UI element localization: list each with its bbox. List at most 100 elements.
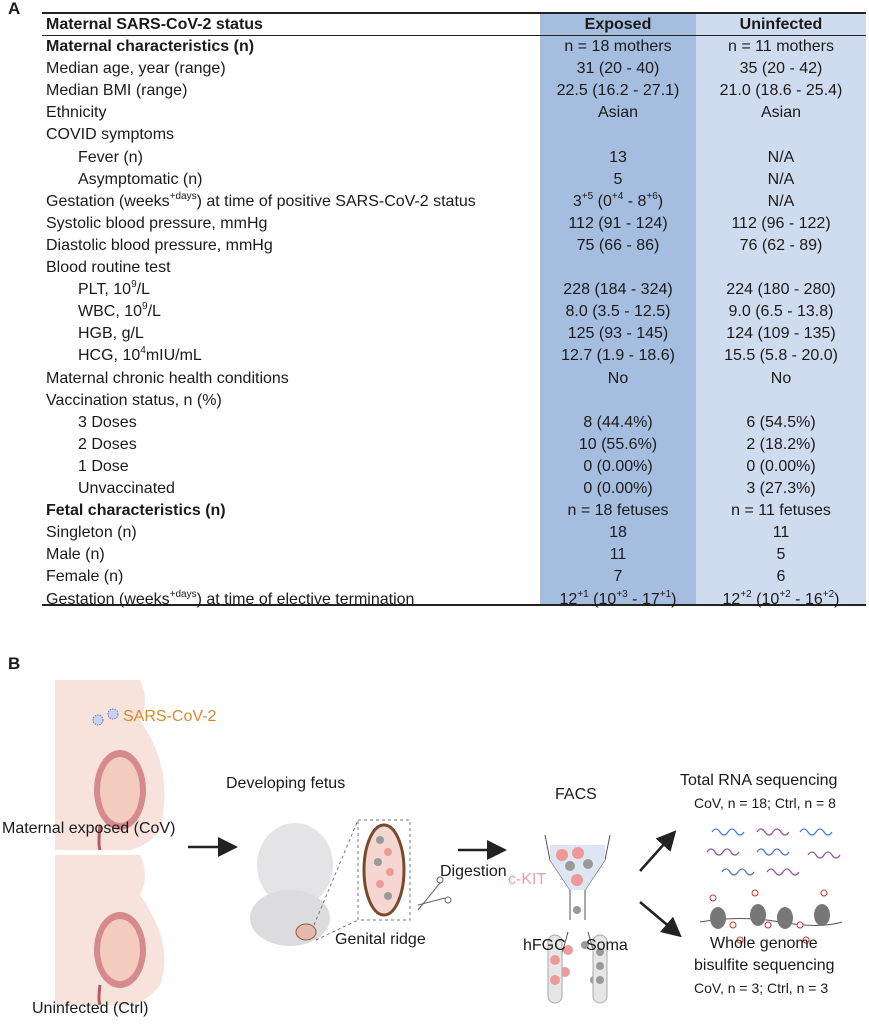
- row-label: Ethnicity: [46, 102, 106, 124]
- exposed-value: 75 (66 - 86): [540, 235, 696, 257]
- uninfected-value: 6 (54.5%): [696, 412, 866, 434]
- table-row: Gestation (weeks+days) at time of positi…: [42, 191, 866, 213]
- table-row: Median age, year (range)31 (20 - 40)35 (…: [42, 58, 866, 80]
- panel-a-label: A: [8, 0, 21, 18]
- text: 6 (54.5%): [746, 413, 816, 431]
- table-row: Systolic blood pressure, mmHg 112 (91 - 1…: [42, 213, 866, 235]
- text: (0: [593, 192, 612, 210]
- table-row: Gestation (weeks+days) at time of electi…: [42, 589, 866, 611]
- scissors-icon: [417, 876, 452, 911]
- rna-seq-n: CoV, n = 18; Ctrl, n = 8: [694, 795, 836, 811]
- row-label: WBC, 109/L: [78, 301, 161, 323]
- exposed-value: 18: [540, 522, 696, 544]
- text: n = 11 fetuses: [731, 502, 831, 520]
- text: 8.0 (3.5 - 12.5): [565, 303, 671, 321]
- facs-label: FACS: [555, 786, 597, 803]
- exposed-value: 8 (44.4%): [540, 412, 696, 434]
- table-header-row: Maternal SARS-CoV-2 status Exposed Uninf…: [42, 14, 866, 36]
- exposed-group-label: Maternal exposed (CoV): [2, 820, 176, 837]
- row-label: Diastolic blood pressure, mmHg: [46, 235, 273, 257]
- text: N/A: [767, 170, 795, 188]
- text: 10 (55.6%): [578, 435, 658, 453]
- text: Male (n): [46, 546, 105, 564]
- virus-label: SARS-CoV-2: [123, 708, 217, 725]
- row-label: HGB, g/L: [78, 323, 144, 345]
- text: ) at time of positive SARS-CoV-2 status: [196, 192, 476, 210]
- exposed-value: 0 (0.00%): [540, 456, 696, 478]
- uninfected-value: 224 (180 - 280): [696, 279, 866, 301]
- text: Diastolic blood pressure, mmHg: [46, 236, 273, 254]
- text: 22.5 (16.2 - 27.1): [556, 82, 680, 100]
- row-label: 2 Doses: [78, 434, 137, 456]
- rna-seq-title: Total RNA sequencing: [680, 772, 838, 789]
- hfgc-label: hFGC: [523, 937, 566, 954]
- text: Median age, year (range): [46, 60, 226, 78]
- row-label: Vaccination status, n (%): [46, 390, 222, 412]
- superscript: 4: [140, 345, 146, 357]
- wgbs-title-1: Whole genome: [710, 935, 818, 952]
- exposed-value: 8.0 (3.5 - 12.5): [540, 301, 696, 323]
- exposed-value: 5: [540, 169, 696, 191]
- pregnant-mother-exposed: [55, 680, 165, 851]
- exposed-value: 13: [540, 147, 696, 169]
- text: n = 18 fetuses: [567, 502, 669, 520]
- text: 1 Dose: [78, 457, 129, 475]
- text: 11: [772, 524, 790, 542]
- superscript: +days: [169, 190, 197, 202]
- text: No: [770, 369, 792, 387]
- row-label: Gestation (weeks+days) at time of electi…: [46, 589, 414, 611]
- row-label: Maternal chronic health conditions: [46, 368, 289, 390]
- text: n = 18 mothers: [564, 38, 672, 55]
- text: Asian: [760, 104, 802, 122]
- superscript: +2: [822, 588, 835, 600]
- genital-ridge-label: Genital ridge: [335, 931, 426, 948]
- text: 0 (0.00%): [583, 480, 653, 497]
- table-row: 1 Dose 0 (0.00%)0 (0.00%): [42, 456, 866, 478]
- text: ): [834, 590, 840, 608]
- text: Asymptomatic (n): [78, 170, 203, 188]
- methylated-dna: [699, 889, 843, 944]
- uninfected-value: n = 11 fetuses: [696, 500, 866, 522]
- text: 112 (91 - 124): [568, 214, 668, 232]
- table-row: Ethnicity Asian Asian: [42, 102, 866, 124]
- row-label: Fetal characteristics (n): [46, 500, 226, 522]
- row-label: 3 Doses: [78, 412, 137, 434]
- exposed-value: 12.7 (1.9 - 18.6): [540, 345, 696, 367]
- ctrl-group-label: Uninfected (Ctrl): [32, 1000, 149, 1017]
- uninfected-value: 76 (62 - 89): [696, 235, 866, 257]
- text: 31 (20 - 40): [576, 60, 660, 78]
- table-row: COVID symptoms: [42, 124, 866, 146]
- text: - 16: [790, 590, 823, 608]
- exposed-value: 10 (55.6%): [540, 434, 696, 456]
- uninfected-value: 21.0 (18.6 - 25.4): [696, 80, 866, 102]
- row-label: Fever (n): [78, 147, 143, 169]
- fetus-label: Developing fetus: [226, 775, 346, 792]
- text: 3 Doses: [78, 413, 137, 431]
- exposed-value: n = 18 mothers: [540, 36, 696, 58]
- text: Systolic blood pressure, mmHg: [46, 214, 268, 232]
- text: Ethnicity: [46, 104, 107, 122]
- text: 224 (180 - 280): [726, 281, 836, 299]
- exposed-value: 0 (0.00%): [540, 478, 696, 500]
- digestion-label: Digestion: [440, 863, 507, 880]
- uninfected-value: 0 (0.00%): [696, 456, 866, 478]
- text: N/A: [767, 192, 795, 210]
- table-row: Fetal characteristics (n) n = 18 fetuses n…: [42, 500, 866, 522]
- text: n = 11 mothers: [728, 38, 834, 55]
- exposed-value: Asian: [540, 102, 696, 124]
- text: 9.0 (6.5 - 13.8): [728, 303, 834, 321]
- text: /L: [136, 281, 150, 299]
- text: mIU/mL: [145, 347, 202, 365]
- text: Female (n): [46, 568, 124, 586]
- text: - 8: [623, 192, 647, 210]
- uninfected-value: 5: [696, 544, 866, 566]
- uninfected-value: N/A: [696, 169, 866, 191]
- tube-soma: [592, 934, 608, 1004]
- wgbs-title-2: bisulfite sequencing: [694, 957, 835, 974]
- arrow-to-wgbs: [639, 901, 682, 938]
- text: 21.0 (18.6 - 25.4): [719, 82, 843, 100]
- row-label: Gestation (weeks+days) at time of positi…: [46, 191, 476, 213]
- table-row: 3 Doses 8 (44.4%) 6 (54.5%): [42, 412, 866, 434]
